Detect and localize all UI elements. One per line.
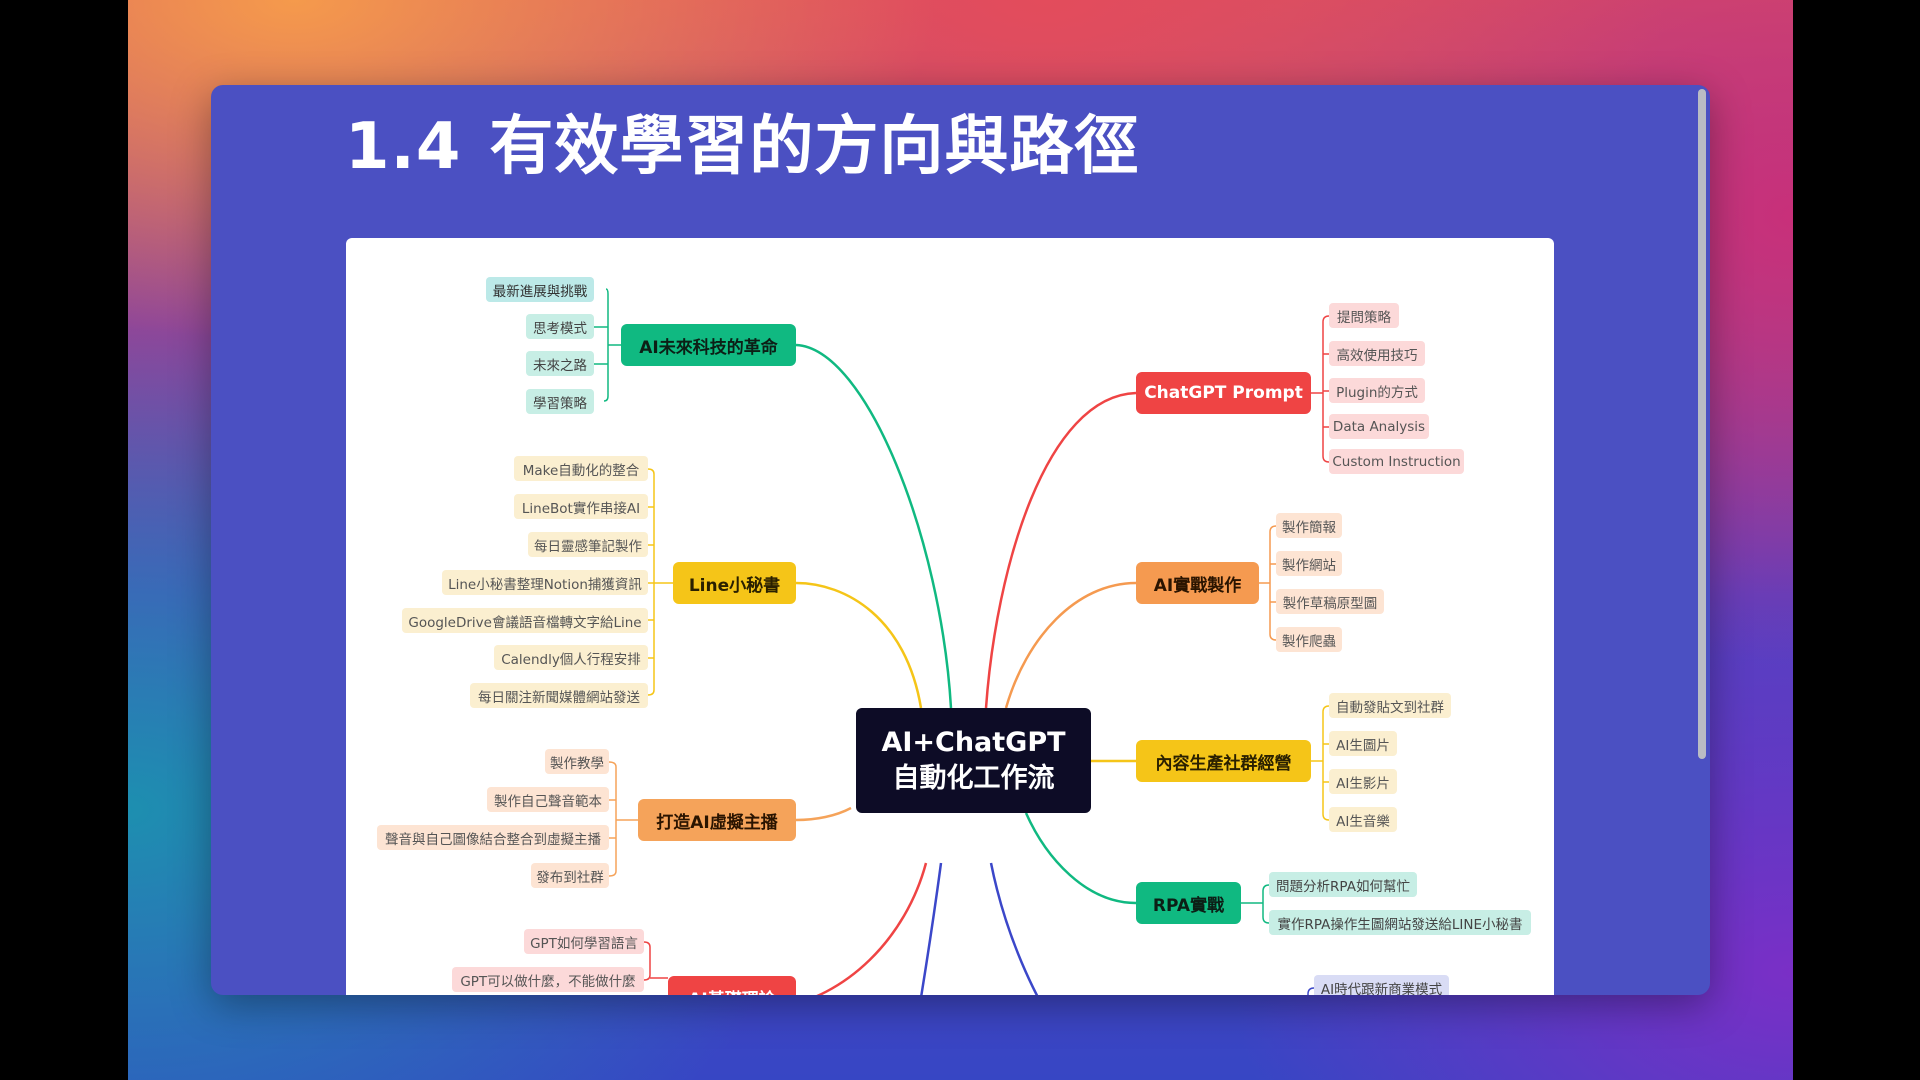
leaf-virtual-anchor-1: 製作教學 bbox=[545, 749, 609, 774]
leaf-business-1: AI時代跟新商業模式 bbox=[1314, 975, 1449, 995]
leaf-chatgpt-prompt-1: 提問策略 bbox=[1329, 303, 1399, 328]
leaf-line-secretary-1: Make自動化的整合 bbox=[514, 456, 648, 481]
branch-line-secretary: Line小秘書 bbox=[673, 562, 796, 604]
leaf-ai-practice-2: 製作網站 bbox=[1276, 551, 1342, 576]
branch-rpa: RPA實戰 bbox=[1136, 882, 1241, 924]
branch-ai-revolution: AI未來科技的革命 bbox=[621, 324, 796, 366]
leaf-content-social-3: AI生影片 bbox=[1329, 769, 1397, 794]
mindmap-card: AI+ChatGPT 自動化工作流 AI未來科技的革命 最新進展與挑戰 思考模式… bbox=[346, 238, 1554, 995]
leaf-ai-revolution-4: 學習策略 bbox=[526, 389, 594, 414]
leaf-gpt-basics-2: GPT可以做什麼，不能做什麼 bbox=[452, 967, 644, 992]
branch-line-secretary-label: Line小秘書 bbox=[688, 575, 781, 596]
scrollbar[interactable] bbox=[1698, 89, 1706, 759]
slide-title-number: 1.4 bbox=[345, 110, 462, 184]
branch-ai-revolution-label: AI未來科技的革命 bbox=[639, 337, 778, 358]
leaf-line-secretary-4: Line小秘書整理Notion捕獲資訊 bbox=[442, 570, 648, 595]
leaf-virtual-anchor-4: 發布到社群 bbox=[531, 863, 609, 888]
connector-rpa bbox=[1024, 812, 1137, 905]
leaf-gpt-basics-1: GPT如何學習語言 bbox=[524, 929, 644, 954]
leaf-line-secretary-2: LineBot實作串接AI bbox=[514, 494, 648, 519]
leaf-rpa-1: 問題分析RPA如何幫忙 bbox=[1269, 872, 1417, 897]
branch-chatgpt-prompt: ChatGPT Prompt bbox=[1136, 372, 1311, 414]
branch-virtual-anchor: 打造AI虛擬主播 bbox=[638, 799, 796, 841]
slide-window: 1.4 有效學習的方向與路徑 bbox=[211, 85, 1710, 995]
branch-gpt-basics: AI基礎理論 bbox=[668, 976, 796, 995]
leaf-virtual-anchor-3: 聲音與自己圖像結合整合到虛擬主播 bbox=[377, 825, 609, 850]
branch-content-social-label: 內容生產社群經營 bbox=[1155, 753, 1292, 774]
leaf-content-social-1: 自動發貼文到社群 bbox=[1329, 693, 1451, 718]
connector-blue-right bbox=[989, 862, 1039, 995]
mindmap-connectors bbox=[594, 288, 1330, 995]
connector-ai-revolution bbox=[795, 343, 953, 709]
branch-ai-practice: AI實戰製作 bbox=[1136, 562, 1259, 604]
leaf-ai-practice-1: 製作簡報 bbox=[1276, 513, 1342, 538]
center-line-2: 自動化工作流 bbox=[892, 762, 1055, 794]
leaf-virtual-anchor-2: 製作自己聲音範本 bbox=[487, 787, 609, 812]
leaf-chatgpt-prompt-5: Custom Instruction bbox=[1329, 449, 1464, 474]
connector-line-secretary bbox=[795, 581, 923, 709]
branch-chatgpt-prompt-label: ChatGPT Prompt bbox=[1144, 383, 1303, 403]
branch-rpa-label: RPA實戰 bbox=[1152, 895, 1225, 916]
branch-content-social: 內容生產社群經營 bbox=[1136, 740, 1311, 782]
leaf-ai-revolution-3: 未來之路 bbox=[526, 351, 594, 376]
leaf-line-secretary-6: Calendly個人行程安排 bbox=[494, 645, 648, 670]
leaf-ai-practice-4: 製作爬蟲 bbox=[1276, 627, 1342, 652]
connector-ai-practice bbox=[1004, 581, 1137, 709]
leaf-ai-practice-3: 製作草稿原型圖 bbox=[1276, 589, 1384, 614]
leaf-ai-revolution-2: 思考模式 bbox=[526, 314, 594, 339]
slide-title: 1.4 有效學習的方向與路徑 bbox=[345, 103, 1139, 193]
leaf-content-social-2: AI生圖片 bbox=[1329, 731, 1397, 756]
leaf-line-secretary-3: 每日靈感筆記製作 bbox=[528, 532, 648, 557]
center-line-1: AI+ChatGPT bbox=[881, 727, 1066, 759]
connector-gpt-basics bbox=[816, 862, 928, 995]
leaf-ai-revolution-1: 最新進展與挑戰 bbox=[486, 277, 594, 302]
mindmap-center-node: AI+ChatGPT 自動化工作流 bbox=[856, 708, 1091, 813]
connector-chatgpt-prompt bbox=[984, 391, 1137, 709]
leaf-line-secretary-7: 每日關注新聞媒體網站發送 bbox=[470, 683, 648, 708]
leaf-content-social-4: AI生音樂 bbox=[1329, 807, 1397, 832]
slide-title-text: 有效學習的方向與路徑 bbox=[489, 110, 1140, 184]
leaf-rpa-2: 實作RPA操作生圖網站發送給LINE小秘書 bbox=[1269, 910, 1531, 935]
leaf-chatgpt-prompt-4: Data Analysis bbox=[1329, 414, 1429, 439]
connector-blue-left bbox=[920, 862, 943, 995]
branch-gpt-basics-label: AI基礎理論 bbox=[688, 985, 775, 996]
branch-virtual-anchor-label: 打造AI虛擬主播 bbox=[656, 812, 778, 833]
leaf-chatgpt-prompt-2: 高效使用技巧 bbox=[1329, 341, 1425, 366]
leaf-chatgpt-prompt-3: Plugin的方式 bbox=[1329, 378, 1425, 403]
branch-ai-practice-label: AI實戰製作 bbox=[1153, 575, 1242, 596]
leaf-line-secretary-5: GoogleDrive會議語音檔轉文字給Line bbox=[402, 608, 648, 633]
connector-virtual-anchor bbox=[795, 806, 852, 822]
